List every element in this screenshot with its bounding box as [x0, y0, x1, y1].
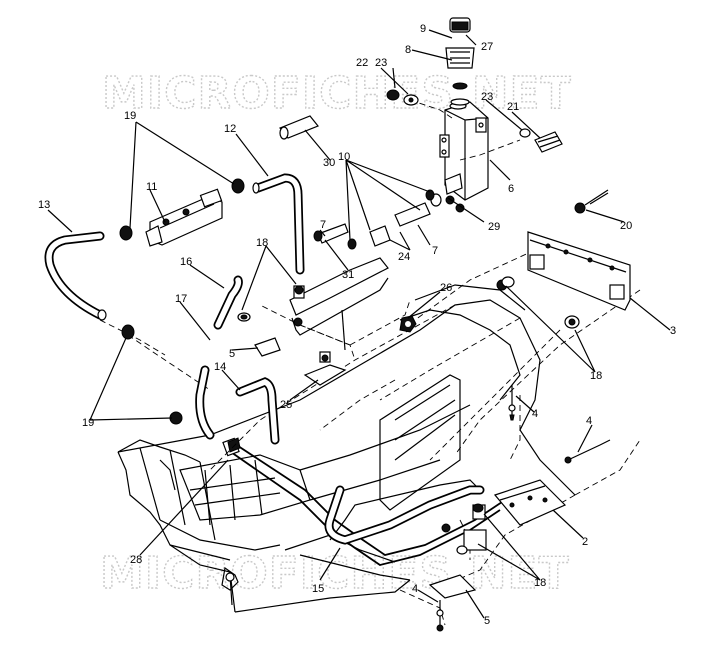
bracket-5-lower	[428, 574, 477, 599]
callout-4a: 4	[532, 408, 538, 420]
fitting-30	[279, 115, 319, 140]
callout-23a: 23	[375, 57, 387, 69]
callout-18a: 18	[256, 237, 268, 249]
mounting-plate-3	[496, 231, 631, 329]
callout-26: 26	[440, 282, 452, 294]
callout-27: 27	[481, 41, 493, 53]
callout-labels: 27 9 8 22 23 23 21 19 12 30 10 6 11 13 7…	[38, 23, 676, 627]
fittings-7-10-24	[317, 173, 465, 250]
callout-11: 11	[146, 181, 157, 193]
hose-clamps-19	[119, 178, 245, 425]
callout-31: 31	[342, 269, 354, 281]
hose-16	[213, 275, 243, 330]
bracket-5-25	[254, 309, 347, 386]
assembly-guide-lines	[99, 99, 641, 626]
callout-20: 20	[620, 220, 632, 232]
callout-7a: 7	[320, 219, 326, 231]
hose-12	[252, 173, 305, 275]
callout-10: 10	[338, 151, 350, 163]
callout-2: 2	[582, 536, 588, 548]
callout-13: 13	[38, 199, 50, 211]
callout-19b: 19	[82, 417, 94, 429]
callout-5b: 5	[484, 615, 490, 627]
callout-12: 12	[224, 123, 236, 135]
callout-15: 15	[312, 583, 324, 595]
thermostat-housing	[145, 188, 223, 247]
callout-14: 14	[214, 361, 226, 373]
hose-13	[44, 231, 107, 321]
reservoir-cap-assembly	[445, 17, 475, 106]
watermark-top: MICROFICHES.NET	[102, 68, 572, 119]
bolts-and-washers	[386, 89, 563, 153]
nut-26	[399, 315, 417, 333]
clamp-31	[313, 230, 323, 242]
callout-9: 9	[420, 23, 426, 35]
leader-lines	[47, 29, 671, 619]
callout-22: 22	[356, 57, 368, 69]
callout-19a: 19	[124, 110, 136, 122]
pins-4	[436, 385, 611, 632]
callout-18c: 18	[534, 577, 546, 589]
hose-17	[195, 365, 215, 440]
frame-rails	[222, 437, 506, 581]
mounting-bracket-upper	[237, 257, 389, 336]
callout-30: 30	[323, 157, 335, 169]
hose-14	[235, 377, 280, 445]
callout-18b: 18	[590, 370, 602, 382]
callout-16: 16	[180, 256, 192, 268]
callout-28: 28	[130, 554, 142, 566]
callout-6: 6	[508, 183, 514, 195]
bolt-20	[574, 189, 609, 214]
callout-3: 3	[670, 325, 676, 337]
callout-4b: 4	[586, 415, 592, 427]
hose-15	[324, 485, 485, 545]
callout-21: 21	[507, 101, 519, 113]
callout-8: 8	[405, 44, 411, 56]
callout-5a: 5	[229, 348, 235, 360]
frame-floor-pan	[117, 284, 576, 613]
callout-17: 17	[175, 293, 187, 305]
callout-25: 25	[280, 399, 292, 411]
callout-4c: 4	[412, 583, 418, 595]
callout-29: 29	[488, 221, 500, 233]
callout-23b: 23	[481, 91, 493, 103]
callout-7b: 7	[432, 245, 438, 257]
callout-24: 24	[398, 251, 410, 263]
